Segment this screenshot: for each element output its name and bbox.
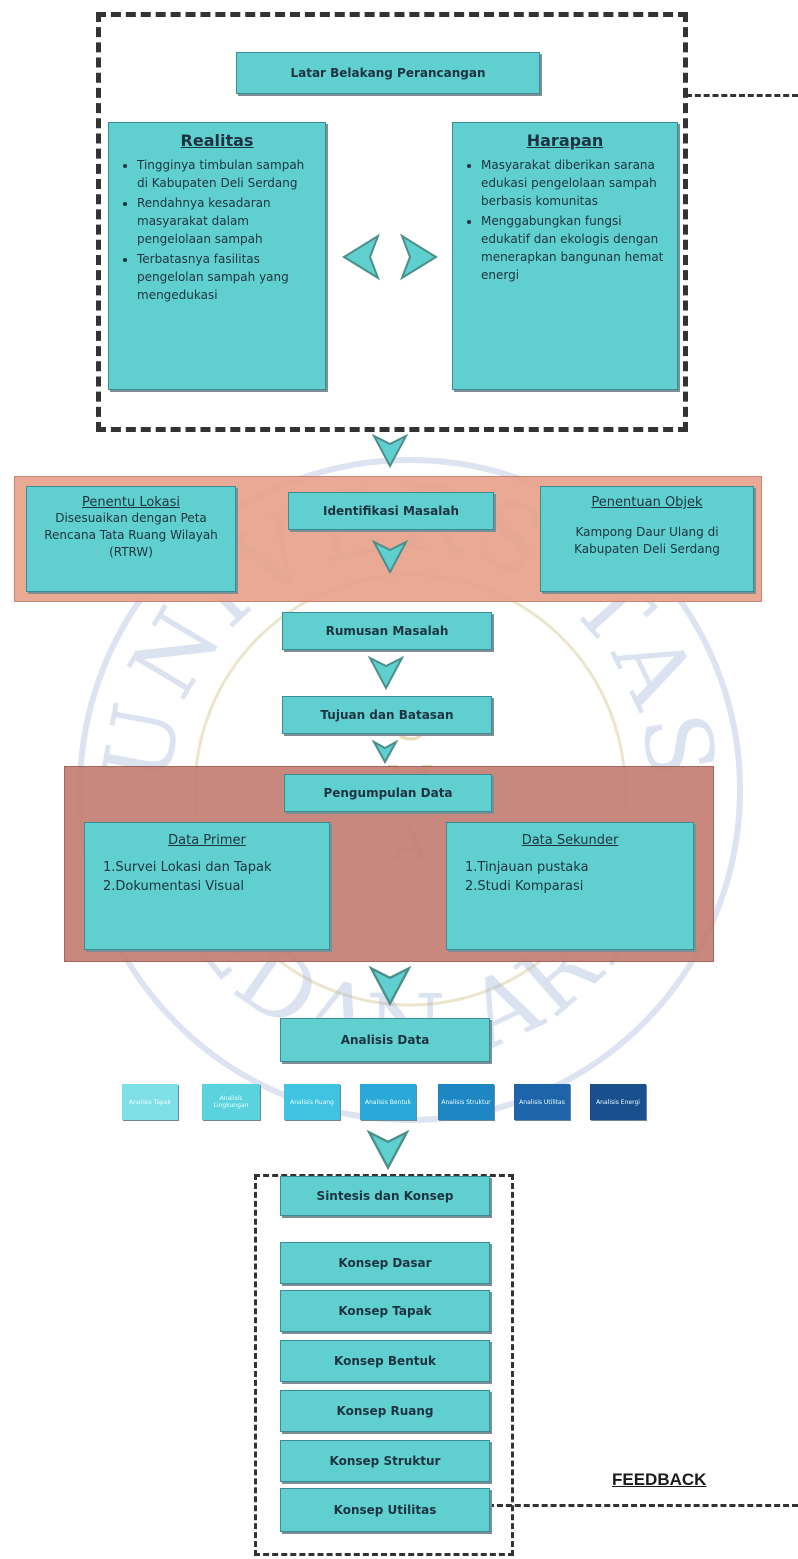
down-arrow-small-icon bbox=[372, 740, 398, 764]
harapan-title: Harapan bbox=[526, 131, 604, 150]
data-sekunder-title: Data Sekunder bbox=[521, 833, 619, 848]
down-arrow-icon bbox=[368, 966, 412, 1006]
analisis-sub-label: Analisis Lingkungan bbox=[213, 1095, 249, 1109]
feedback-line-bottom bbox=[488, 1504, 798, 1507]
penentu-lokasi-body: Disesuaikan dengan Peta Rencana Tata Rua… bbox=[44, 511, 218, 559]
rumusan-masalah-box: Rumusan Masalah bbox=[282, 612, 492, 650]
analisis-sub-box: Analisis Utilitas bbox=[514, 1084, 570, 1120]
realitas-list: Tingginya timbulan sampah di Kabupaten D… bbox=[119, 156, 315, 304]
penentuan-objek-panel: Penentuan Objek Kampong Daur Ulang di Ka… bbox=[540, 486, 754, 592]
feedback-line-top bbox=[686, 94, 798, 97]
down-arrow-icon bbox=[372, 540, 408, 574]
down-arrow-icon bbox=[366, 1130, 410, 1170]
penentu-lokasi-title: Penentu Lokasi bbox=[82, 495, 180, 510]
konsep-item: Konsep Bentuk bbox=[280, 1340, 490, 1382]
harapan-list: Masyarakat diberikan sarana edukasi peng… bbox=[463, 156, 667, 284]
identifikasi-masalah-label: Identifikasi Masalah bbox=[322, 504, 460, 518]
realitas-panel: Realitas Tingginya timbulan sampah di Ka… bbox=[108, 122, 326, 390]
konsep-item-label: Konsep Utilitas bbox=[333, 1503, 437, 1517]
down-arrow-icon bbox=[372, 434, 408, 468]
data-sekunder-item: 1.Tinjauan pustaka bbox=[465, 860, 589, 875]
konsep-item-label: Konsep Bentuk bbox=[333, 1354, 436, 1368]
feedback-label: FEEDBACK bbox=[612, 1470, 707, 1489]
data-sekunder-panel: Data Sekunder 1.Tinjauan pustaka 2.Studi… bbox=[446, 822, 694, 950]
data-sekunder-item: 2.Studi Komparasi bbox=[465, 879, 584, 894]
konsep-item-label: Konsep Dasar bbox=[338, 1256, 432, 1270]
konsep-item-label: Konsep Tapak bbox=[338, 1304, 432, 1318]
latar-belakang-label: Latar Belakang Perancangan bbox=[290, 66, 486, 80]
harapan-item: Masyarakat diberikan sarana edukasi peng… bbox=[481, 156, 667, 210]
konsep-item-label: Konsep Ruang bbox=[336, 1404, 434, 1418]
pengumpulan-data-box: Pengumpulan Data bbox=[284, 774, 492, 812]
konsep-item-label: Konsep Struktur bbox=[329, 1454, 441, 1468]
realitas-item: Terbatasnya fasilitas pengelolan sampah … bbox=[137, 250, 315, 304]
analisis-sub-label: Analisis Utilitas bbox=[519, 1098, 565, 1106]
sintesis-frame bbox=[254, 1174, 514, 1556]
konsep-item: Konsep Tapak bbox=[280, 1290, 490, 1332]
penentuan-objek-title: Penentuan Objek bbox=[591, 495, 703, 510]
analisis-sub-label: Analisis Bentuk bbox=[365, 1098, 411, 1106]
harapan-item: Menggabungkan fungsi edukatif dan ekolog… bbox=[481, 212, 667, 284]
latar-belakang-frame bbox=[96, 12, 688, 432]
data-primer-item: 1.Survei Lokasi dan Tapak bbox=[103, 860, 272, 875]
analisis-sub-box: Analisis Lingkungan bbox=[202, 1084, 260, 1120]
data-primer-panel: Data Primer 1.Survei Lokasi dan Tapak 2.… bbox=[84, 822, 330, 950]
down-arrow-icon bbox=[368, 656, 404, 690]
analisis-sub-box: Analisis Ruang bbox=[284, 1084, 340, 1120]
konsep-item: Konsep Dasar bbox=[280, 1242, 490, 1284]
harapan-panel: Harapan Masyarakat diberikan sarana eduk… bbox=[452, 122, 678, 390]
analisis-sub-box: Analisis Bentuk bbox=[360, 1084, 416, 1120]
tujuan-batasan-box: Tujuan dan Batasan bbox=[282, 696, 492, 734]
analisis-data-box: Analisis Data bbox=[280, 1018, 490, 1062]
analisis-sub-box: Analisis Energi bbox=[590, 1084, 646, 1120]
analisis-sub-box: Analisis Tapak bbox=[122, 1084, 178, 1120]
latar-belakang-box: Latar Belakang Perancangan bbox=[236, 52, 540, 94]
sintesis-konsep-box: Sintesis dan Konsep bbox=[280, 1176, 490, 1216]
pengumpulan-data-label: Pengumpulan Data bbox=[323, 786, 453, 800]
analisis-sub-label: Analisis Ruang bbox=[290, 1098, 334, 1106]
konsep-item: Konsep Struktur bbox=[280, 1440, 490, 1482]
analisis-sub-box: Analisis Struktur bbox=[438, 1084, 494, 1120]
tujuan-batasan-label: Tujuan dan Batasan bbox=[320, 708, 454, 722]
sintesis-konsep-label: Sintesis dan Konsep bbox=[316, 1189, 454, 1203]
identifikasi-masalah-box: Identifikasi Masalah bbox=[288, 492, 494, 530]
konsep-item: Konsep Ruang bbox=[280, 1390, 490, 1432]
konsep-item: Konsep Utilitas bbox=[280, 1488, 490, 1532]
rumusan-masalah-label: Rumusan Masalah bbox=[325, 624, 449, 638]
realitas-title: Realitas bbox=[180, 131, 254, 150]
compare-arrows-icon bbox=[342, 233, 438, 281]
realitas-item: Tingginya timbulan sampah di Kabupaten D… bbox=[137, 156, 315, 192]
data-primer-item: 2.Dokumentasi Visual bbox=[103, 879, 245, 894]
analisis-sub-label: Analisis Energi bbox=[596, 1098, 640, 1106]
realitas-item: Rendahnya kesadaran masyarakat dalam pen… bbox=[137, 194, 315, 248]
analisis-sub-label: Analisis Tapak bbox=[128, 1098, 172, 1106]
penentuan-objek-body: Kampong Daur Ulang di Kabupaten Deli Ser… bbox=[574, 525, 720, 556]
analisis-sub-label: Analisis Struktur bbox=[441, 1098, 491, 1106]
data-primer-title: Data Primer bbox=[168, 833, 246, 848]
penentu-lokasi-panel: Penentu Lokasi Disesuaikan dengan Peta R… bbox=[26, 486, 236, 592]
analisis-data-label: Analisis Data bbox=[340, 1033, 430, 1047]
